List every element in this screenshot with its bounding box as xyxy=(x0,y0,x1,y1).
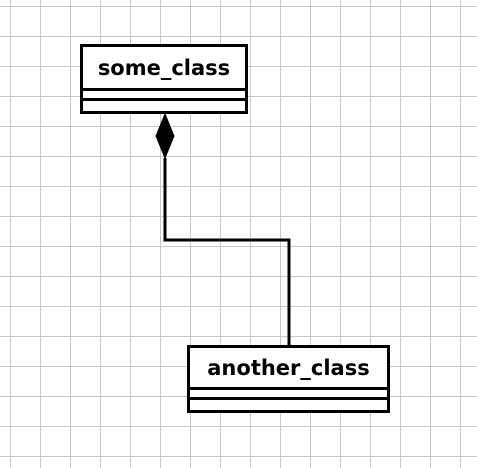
class-another-class[interactable]: another_class xyxy=(187,345,390,413)
class-name-some-class: some_class xyxy=(83,47,245,91)
attributes-compartment-another-class xyxy=(190,390,387,400)
composition-line xyxy=(163,158,291,345)
composition-diamond-icon xyxy=(155,112,175,160)
class-some-class[interactable]: some_class xyxy=(80,44,248,114)
class-name-another-class: another_class xyxy=(190,348,387,390)
operations-compartment-some-class xyxy=(83,101,245,108)
attributes-compartment-some-class xyxy=(83,91,245,101)
operations-compartment-another-class xyxy=(190,400,387,407)
